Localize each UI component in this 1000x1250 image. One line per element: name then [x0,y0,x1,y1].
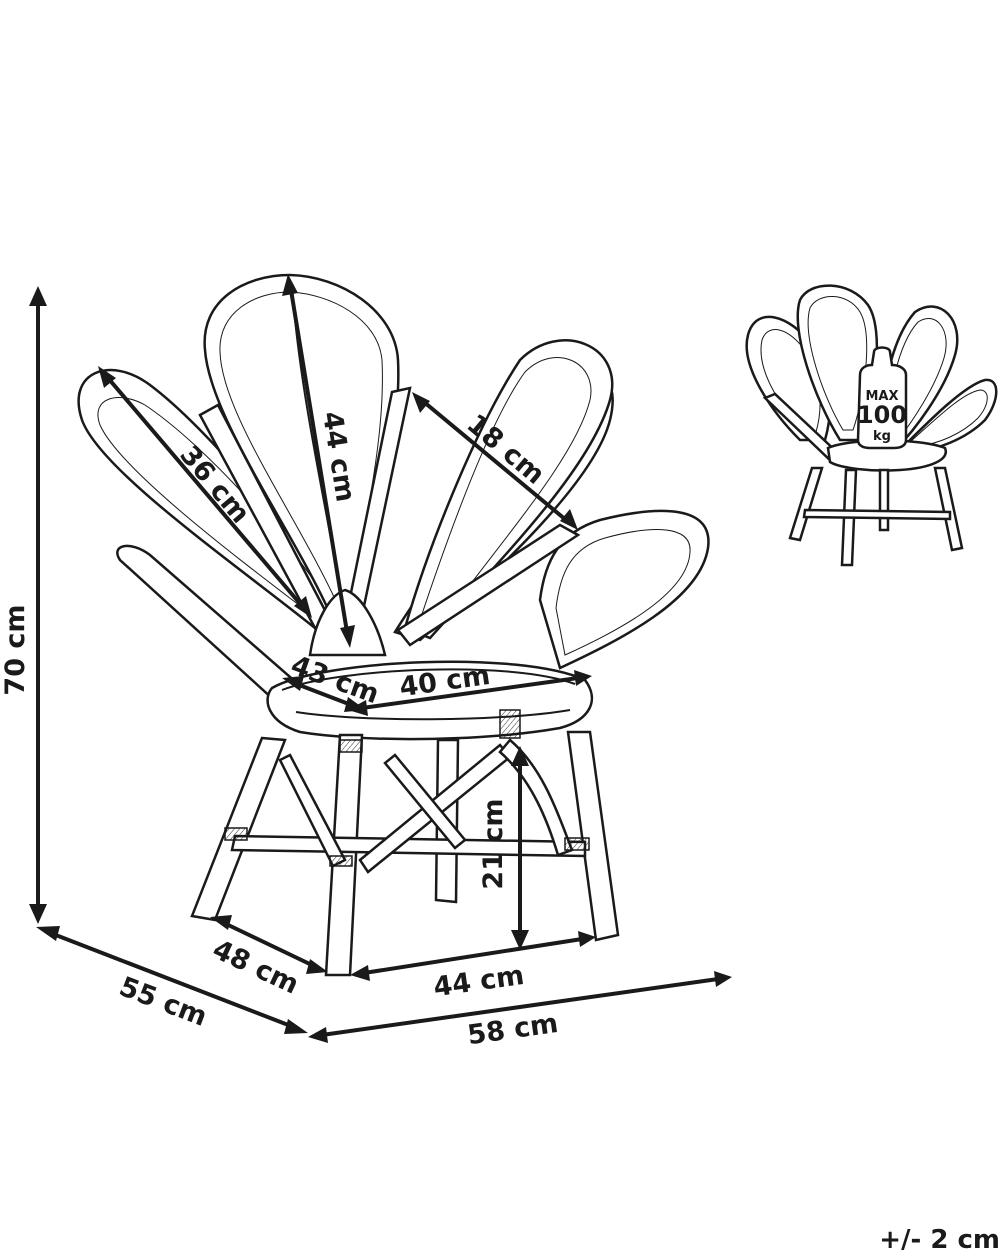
load-capacity-badge: MAX 100 kg [856,346,908,450]
dimension-lines [29,274,732,1043]
depth-dimension-line [36,926,308,1034]
seat-height-dimension-line [511,746,529,950]
right-upper-petal [393,339,614,642]
badge-unit-text: kg [873,429,891,444]
width-dimension-line [308,971,732,1043]
chair-illustration [77,273,710,977]
label-seat-height: 21 cm [478,798,509,889]
right-petal-dimension-line [412,392,578,530]
leg-depth-dimension-line [210,915,328,974]
height-dimension-line [29,286,47,924]
badge-max-text: MAX [865,389,898,404]
center-petal-dimension-line [282,274,355,648]
label-depth-total: 55 cm [115,971,211,1033]
badge-weight-value: 100 [857,401,907,429]
label-leg-depth: 48 cm [208,934,304,1001]
label-leg-width: 44 cm [432,960,527,1003]
left-petal-dimension-line [98,366,312,618]
chair-thumbnail: MAX 100 kg [745,284,998,567]
seat-width-dimension-line [348,670,592,716]
leg-width-dimension-line [350,931,596,981]
tolerance-note: +/- 2 cm [879,1225,1000,1250]
label-height-total: 70 cm [0,604,31,695]
